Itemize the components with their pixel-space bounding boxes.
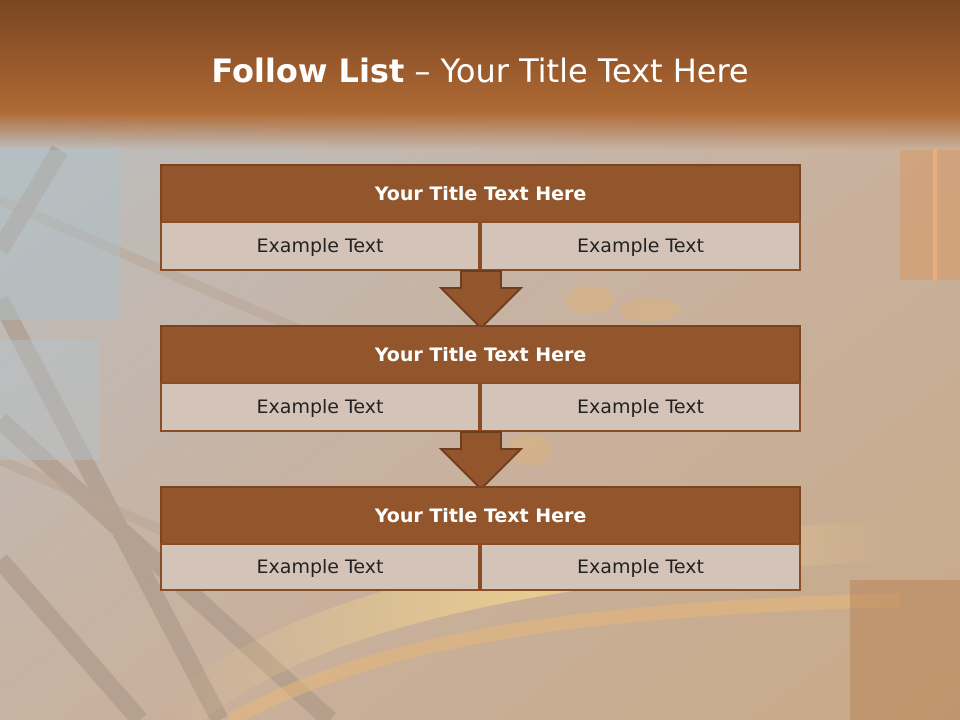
block-title: Your Title Text Here <box>160 486 801 545</box>
slide-title: Follow List – Your Title Text Here <box>0 52 960 90</box>
block-cell-right: Example Text <box>480 221 801 271</box>
list-block-3: Your Title Text Here Example Text Exampl… <box>160 486 801 592</box>
block-title: Your Title Text Here <box>160 325 801 384</box>
block-cell-right: Example Text <box>480 543 801 591</box>
title-rest: – Your Title Text Here <box>404 52 749 90</box>
list-block-1: Your Title Text Here Example Text Exampl… <box>160 164 801 272</box>
block-cell-left: Example Text <box>160 543 480 591</box>
down-arrow-icon <box>438 270 524 330</box>
list-block-2: Your Title Text Here Example Text Exampl… <box>160 325 801 433</box>
block-cell-left: Example Text <box>160 221 480 271</box>
title-bold: Follow List <box>211 52 405 90</box>
title-bar <box>0 0 960 150</box>
down-arrow-icon <box>438 431 524 491</box>
block-cell-left: Example Text <box>160 382 480 432</box>
block-cell-right: Example Text <box>480 382 801 432</box>
block-title: Your Title Text Here <box>160 164 801 223</box>
